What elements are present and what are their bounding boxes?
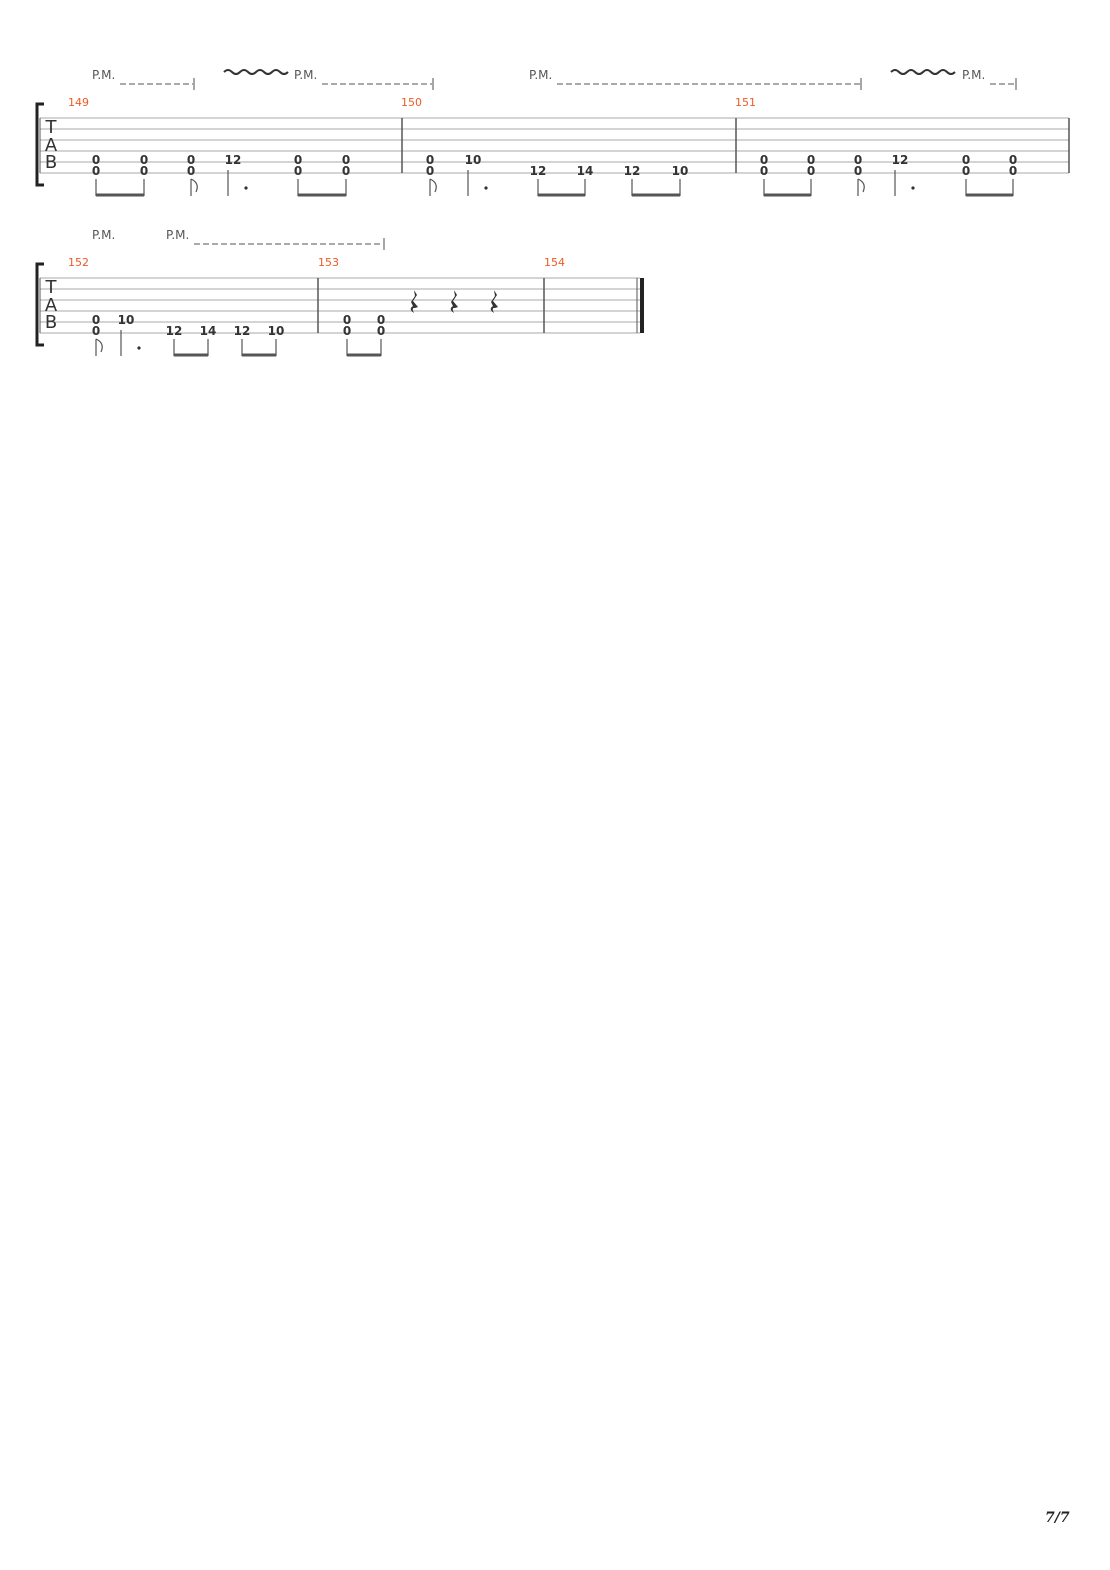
fret-number: 0 <box>92 164 100 178</box>
quarter-rest-icon <box>410 290 418 313</box>
fret-number: 0 <box>426 153 434 167</box>
measure-number: 150 <box>401 96 422 109</box>
rhythm-stems <box>95 330 277 356</box>
fret-number: 0 <box>1009 153 1017 167</box>
fret-number: 0 <box>854 153 862 167</box>
measure-number: 149 <box>68 96 89 109</box>
fret-number: 0 <box>807 164 815 178</box>
tab-clef-letter: A <box>45 135 58 156</box>
tab-clef-letter: B <box>45 152 57 173</box>
fret-number: 0 <box>92 313 100 327</box>
system-bracket <box>35 262 44 347</box>
rhythm-stems <box>429 170 681 196</box>
vibrato-icon <box>890 69 956 75</box>
fret-number: 12 <box>530 164 547 178</box>
palm-mute-label: P.M. <box>529 68 552 82</box>
fret-number: 0 <box>807 153 815 167</box>
fret-number: 0 <box>343 324 351 338</box>
final-barline-thick <box>640 278 644 333</box>
measure-150-notes: 0 0 10 12 14 12 10 <box>426 153 689 197</box>
vibrato-icon <box>223 69 289 75</box>
tab-clef-letter: B <box>45 312 57 333</box>
fret-number: 10 <box>672 164 689 178</box>
fret-number: 0 <box>92 324 100 338</box>
measure-number: 153 <box>318 256 339 269</box>
fret-number: 12 <box>892 153 909 167</box>
fret-number: 0 <box>140 153 148 167</box>
fret-number: 0 <box>140 164 148 178</box>
measure-153-notes: 0 0 0 0 <box>343 290 498 357</box>
fret-number: 0 <box>1009 164 1017 178</box>
staff-lines <box>40 117 1069 174</box>
effects-row: P.M. P.M. P.M. P.M. <box>92 68 1017 90</box>
fret-number: 0 <box>294 164 302 178</box>
measure-149-notes: 0 0 0 0 0 0 12 0 0 0 0 <box>92 153 350 197</box>
fret-number: 0 <box>187 164 195 178</box>
dot-icon <box>484 186 488 190</box>
dot-icon <box>244 186 248 190</box>
tab-clef-letter: A <box>45 295 58 316</box>
fret-number: 0 <box>962 153 970 167</box>
measure-number: 152 <box>68 256 89 269</box>
dot-icon <box>911 186 915 190</box>
fret-number: 10 <box>118 313 135 327</box>
tab-clef-letter: T <box>45 277 58 298</box>
measure-151-notes: 0 0 0 0 0 0 12 0 0 0 0 <box>760 153 1017 197</box>
fret-number: 10 <box>268 324 285 338</box>
fret-number: 12 <box>234 324 251 338</box>
fret-number: 0 <box>426 164 434 178</box>
rhythm-stems <box>763 170 1014 196</box>
fret-number: 14 <box>577 164 594 178</box>
measure-number: 154 <box>544 256 565 269</box>
fret-number: 12 <box>166 324 183 338</box>
fret-number: 0 <box>343 313 351 327</box>
fret-number: 0 <box>187 153 195 167</box>
palm-mute-label: P.M. <box>92 228 115 242</box>
fret-number: 0 <box>760 153 768 167</box>
fret-number: 12 <box>225 153 242 167</box>
page-number: 7/7 <box>1045 1510 1070 1526</box>
measure-152-notes: 0 0 10 12 14 12 10 <box>92 313 285 357</box>
staff-lines <box>40 277 640 334</box>
system-bracket <box>35 102 44 187</box>
rhythm-stems <box>346 339 382 356</box>
tab-clef-letter: T <box>45 117 58 138</box>
fret-number: 0 <box>377 313 385 327</box>
measure-number: 151 <box>735 96 756 109</box>
quarter-rest-icon <box>450 290 458 313</box>
rhythm-stems <box>95 170 347 196</box>
palm-mute-label: P.M. <box>92 68 115 82</box>
fret-number: 0 <box>377 324 385 338</box>
palm-mute-label: P.M. <box>962 68 985 82</box>
fret-number: 14 <box>200 324 217 338</box>
palm-mute-label: P.M. <box>166 228 189 242</box>
effects-row: P.M. P.M. <box>92 228 385 250</box>
fret-number: 0 <box>342 164 350 178</box>
fret-number: 0 <box>854 164 862 178</box>
fret-number: 12 <box>624 164 641 178</box>
palm-mute-label: P.M. <box>294 68 317 82</box>
tab-system: P.M. P.M. 152 153 154 T A B 0 0 10 <box>35 228 644 357</box>
quarter-rest-icon <box>490 290 498 313</box>
fret-number: 0 <box>294 153 302 167</box>
fret-number: 0 <box>760 164 768 178</box>
tab-system: P.M. P.M. P.M. P.M. 149 150 151 <box>35 68 1070 197</box>
dot-icon <box>137 346 141 350</box>
fret-number: 0 <box>962 164 970 178</box>
fret-number: 0 <box>92 153 100 167</box>
fret-number: 10 <box>465 153 482 167</box>
fret-number: 0 <box>342 153 350 167</box>
